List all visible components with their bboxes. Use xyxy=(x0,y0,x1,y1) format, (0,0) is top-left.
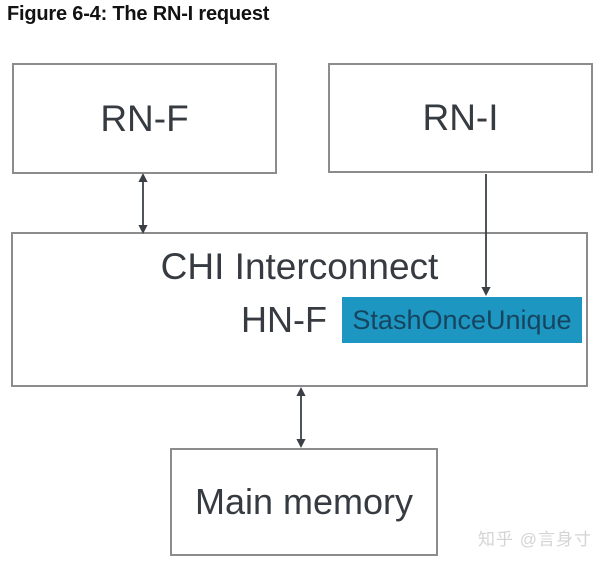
arrow-rnf-interconnect xyxy=(138,173,148,234)
node-rn-f: RN-F xyxy=(12,63,277,174)
hn-f-label: HN-F xyxy=(241,299,327,340)
figure-title: Figure 6-4: The RN-I request xyxy=(7,3,270,25)
node-rn-i-label: RN-I xyxy=(422,97,499,138)
node-chi-interconnect: CHI Interconnect HN-F StashOnceUnique xyxy=(11,232,588,387)
arrow-interconnect-memory xyxy=(296,387,306,448)
watermark: 知乎 @言身寸 xyxy=(478,530,592,549)
stash-once-unique-badge: StashOnceUnique xyxy=(342,297,582,343)
main-memory-label: Main memory xyxy=(194,481,414,522)
node-rn-f-label: RN-F xyxy=(100,97,189,139)
chi-interconnect-label: CHI Interconnect xyxy=(160,246,439,287)
node-rn-i: RN-I xyxy=(328,63,593,173)
node-main-memory: Main memory xyxy=(170,448,438,556)
